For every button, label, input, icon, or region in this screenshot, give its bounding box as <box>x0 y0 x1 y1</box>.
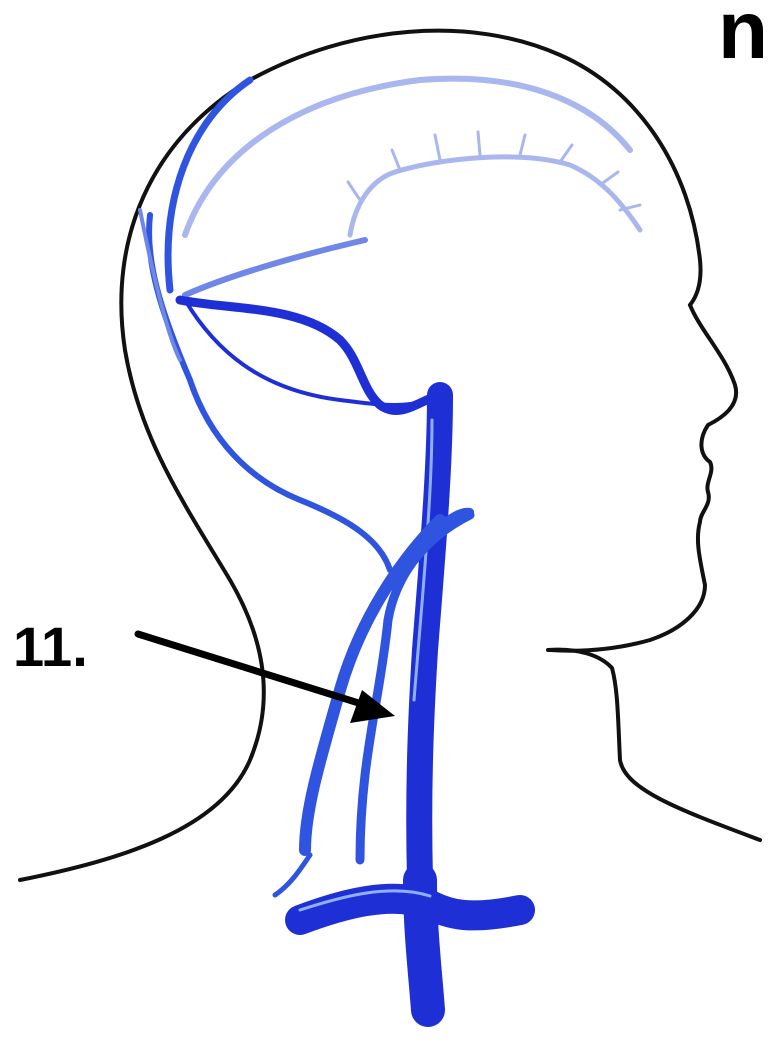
vein-network <box>140 79 640 1010</box>
tributary-6 <box>560 145 572 162</box>
tributary-4 <box>478 132 480 155</box>
arrow-right-down-icon <box>138 634 365 705</box>
tributary-2 <box>392 150 400 170</box>
tributary-3 <box>435 135 440 160</box>
back-of-head-and-neck-outline <box>20 31 701 880</box>
small-branch-vein <box>275 855 310 895</box>
tributary-1 <box>348 182 360 200</box>
posterior-scalp-vein <box>149 215 390 570</box>
brachiocephalic-vein <box>420 880 428 1010</box>
straight-sinus-vein <box>185 240 365 295</box>
head-outline <box>20 31 760 880</box>
corner-text: n <box>718 0 768 76</box>
callout-number-label: 11. <box>13 615 88 678</box>
tributary-5 <box>520 135 525 155</box>
tributary-7 <box>600 172 618 185</box>
face-profile-outline <box>550 305 736 651</box>
chin-to-front-neck-outline <box>548 650 760 840</box>
arrow-head <box>350 690 395 723</box>
lower-sinus-loop-vein <box>185 300 440 405</box>
cortical-branch-vein <box>350 157 640 235</box>
